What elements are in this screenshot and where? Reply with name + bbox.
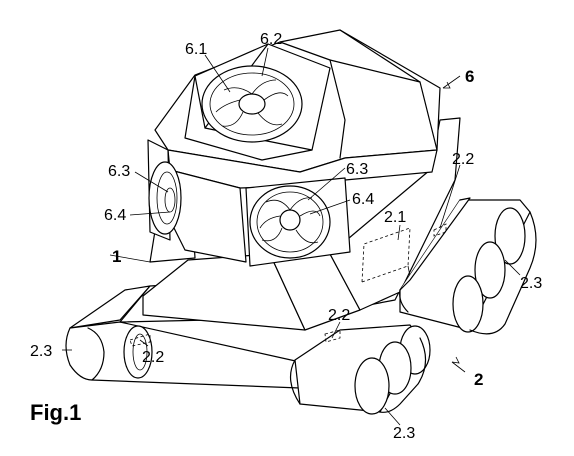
- label-6: 6: [465, 67, 474, 86]
- label-2: 2: [474, 370, 483, 389]
- label-6-4-right: 6.4: [352, 191, 374, 208]
- label-1: 1: [112, 247, 121, 266]
- figure-caption: Fig.1: [30, 400, 81, 425]
- label-2-1: 2.1: [384, 209, 406, 226]
- label-6-1: 6.1: [185, 41, 207, 58]
- track-front: [291, 325, 430, 414]
- label-2-2-upper: 2.2: [452, 151, 474, 168]
- fan-left: [148, 140, 181, 240]
- fan-right: [250, 186, 330, 258]
- label-2-3-front: 2.3: [393, 425, 415, 442]
- leader-lines: [62, 48, 520, 425]
- fan-top: [185, 44, 330, 160]
- label-6-3-left: 6.3: [108, 163, 130, 180]
- mounts: [130, 224, 446, 346]
- label-6-4-left: 6.4: [104, 207, 126, 224]
- track-left: [66, 286, 300, 388]
- label-2-2-front: 2.2: [328, 307, 350, 324]
- label-6-3-right: 6.3: [346, 161, 368, 178]
- label-6-2: 6.2: [260, 31, 282, 48]
- label-2-2-left: 2.2: [142, 349, 164, 366]
- label-2-3-right: 2.3: [520, 275, 542, 292]
- label-2-3-left: 2.3: [30, 343, 52, 360]
- labels: 6.1 6.2 6.3 6.4 6.3 6.4 6 1 2 2.1 2.2 2.…: [30, 31, 542, 442]
- track-right: [400, 198, 536, 334]
